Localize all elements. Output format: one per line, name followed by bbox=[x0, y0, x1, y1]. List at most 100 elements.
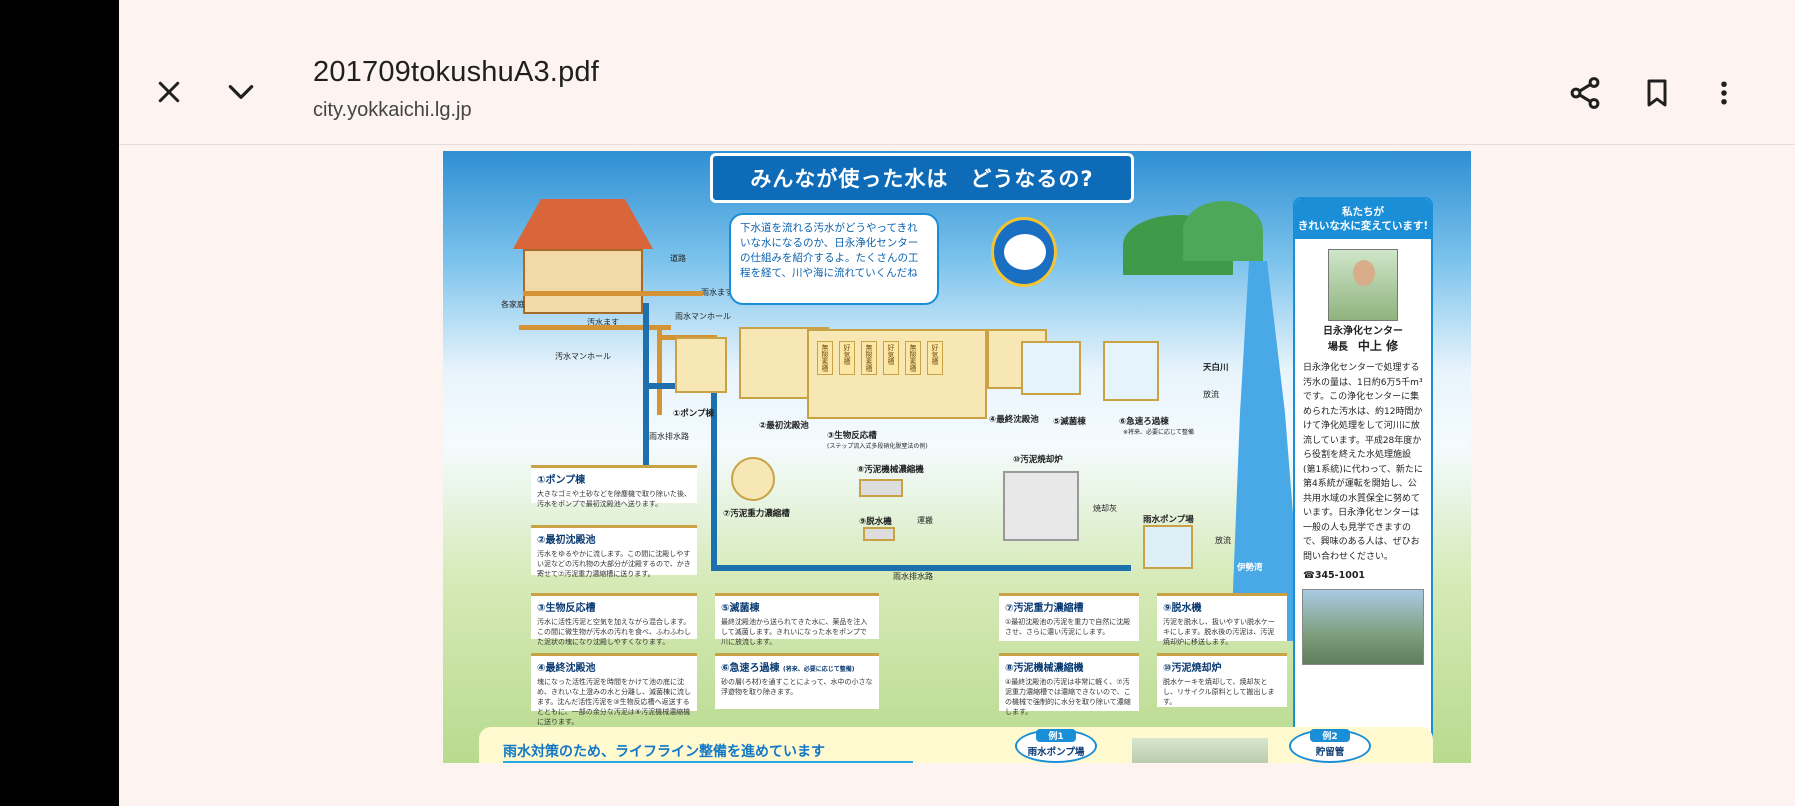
staff-portrait bbox=[1328, 249, 1398, 321]
info-box-pump: ①ポンプ棟 大きなゴミや土砂などを除塵機で取り除いた後、汚水をポンプで最初沈殿池… bbox=[531, 465, 697, 508]
house-illustration bbox=[513, 199, 653, 319]
info-box-dewater: ⑨脱水機 汚泥を脱水し、扱いやすい脱水ケーキにします。脱水後の汚泥は、汚泥焼却炉… bbox=[1157, 593, 1287, 646]
rainwater-section: 雨水対策のため、ライフライン整備を進めています bbox=[479, 727, 1433, 763]
page-banner: みんなが使った水は どうなるの? bbox=[710, 153, 1134, 203]
info-text: 汚水に活性汚泥と空気を加えながら混合します。この間に微生物が汚水の汚れを食べ、ふ… bbox=[537, 618, 691, 646]
info-text: 汚水をゆるやかに流します。この間に沈殿しやすい泥などの汚れ物の大部分が沈殿するの… bbox=[537, 550, 691, 578]
sidebar-staff-name: 場長 中上 修 bbox=[1295, 339, 1431, 355]
info-title: ⑦汚泥重力濃縮槽 bbox=[1005, 603, 1084, 614]
label-incinerator: ⑩汚泥焼却炉 bbox=[1013, 455, 1063, 465]
house-walls bbox=[523, 249, 643, 314]
share-button[interactable] bbox=[1557, 65, 1613, 121]
label-bio: ③生物反応槽 bbox=[827, 431, 877, 441]
label-rapid-filter: ⑥急速ろ過棟 bbox=[1119, 417, 1169, 427]
tank-label: 無酸素槽 bbox=[817, 341, 833, 375]
rain-pipe-branch bbox=[643, 383, 693, 389]
tank-label: 無酸素槽 bbox=[861, 341, 877, 375]
mascot-fish bbox=[991, 217, 1057, 287]
label-rain-tank: 雨水ます bbox=[701, 288, 733, 297]
left-black-strip bbox=[0, 0, 119, 806]
label-dewater: ⑨脱水機 bbox=[859, 517, 892, 527]
label-river: 天白川 bbox=[1203, 363, 1229, 373]
label-sewage-tank: 汚水ます bbox=[587, 318, 619, 327]
river bbox=[1231, 261, 1303, 641]
label-gravity: ⑦汚泥重力濃縮槽 bbox=[723, 509, 790, 519]
title-block: 201709tokushuA3.pdf city.yokkaichi.lg.jp bbox=[313, 56, 599, 122]
label-rain-pump: 雨水ポンプ場 bbox=[1143, 515, 1194, 525]
rain-pipe-long bbox=[711, 391, 717, 571]
label-rain-manhole: 雨水マンホール bbox=[675, 312, 731, 321]
house-roof bbox=[513, 199, 653, 249]
staff-sidebar: 私たちが きれいな水に変えています! 日永浄化センター 場長 中上 修 日永浄化… bbox=[1293, 197, 1433, 752]
info-title-sub: (将来、必要に応じて整備) bbox=[782, 666, 855, 673]
more-vert-icon bbox=[1721, 81, 1727, 105]
reactor-tanks: 無酸素槽 好気槽 無酸素槽 好気槽 無酸素槽 好気槽 bbox=[809, 331, 985, 375]
sidebar-phone: ☎345-1001 bbox=[1303, 570, 1366, 581]
sidebar-body: 日永浄化センターで処理する汚水の量は、1日約6万5千m³です。この浄化センターに… bbox=[1303, 363, 1423, 562]
sidebar-person: 中上 修 bbox=[1357, 339, 1399, 353]
pdf-viewer-app: 201709tokushuA3.pdf city.yokkaichi.lg.jp bbox=[119, 0, 1795, 806]
mechanical-thickener bbox=[859, 479, 903, 497]
info-title: ⑩汚泥焼却炉 bbox=[1163, 663, 1222, 674]
rain-pump-station bbox=[1143, 525, 1193, 569]
more-options-button[interactable] bbox=[1696, 65, 1752, 121]
label-road: 道路 bbox=[670, 254, 686, 263]
info-text: 大きなゴミや土砂などを除塵機で取り除いた後、汚水をポンプで最初沈殿池へ送ります。 bbox=[537, 490, 691, 508]
tank-label: 好気槽 bbox=[927, 341, 943, 375]
info-box-incinerator: ⑩汚泥焼却炉 脱水ケーキを焼却して、焼却灰とし、リサイクル原料として搬出します。 bbox=[1157, 653, 1287, 707]
info-text: 塊になった活性汚泥を時間をかけて池の底に沈め、きれいな上澄みの水と分離し、滅菌棟… bbox=[537, 678, 691, 726]
label-bay: 伊勢湾 bbox=[1237, 563, 1263, 573]
example-1-tag: 例1 bbox=[1036, 729, 1076, 742]
close-icon bbox=[158, 81, 180, 103]
expand-button[interactable] bbox=[213, 64, 269, 120]
label-disinfect: ⑤滅菌棟 bbox=[1053, 417, 1086, 427]
share-icon bbox=[1570, 77, 1600, 109]
sewage-pipe-top bbox=[523, 291, 703, 296]
incinerator-building bbox=[1003, 471, 1079, 541]
rain-pipe-bottom bbox=[711, 565, 1131, 571]
sidebar-org: 日永浄化センター bbox=[1323, 326, 1403, 337]
label-carry: 運搬 bbox=[917, 516, 933, 525]
example-1-badge: 例1 雨水ポンプ場 bbox=[1015, 729, 1097, 763]
pdf-page[interactable]: みんなが使った水は どうなるの? 道路 各家庭 汚水ます 雨水ます 雨水マンホー… bbox=[443, 151, 1471, 763]
info-text: 汚泥を脱水し、扱いやすい脱水ケーキにします。脱水後の汚泥は、汚泥焼却炉に移送しま… bbox=[1163, 618, 1275, 646]
info-box-rapid-filter: ⑥急速ろ過棟 (将来、必要に応じて整備) 砂の層(ろ材)を通すことによって、水中… bbox=[715, 653, 879, 709]
rainwater-title: 雨水対策のため、ライフライン整備を進めています bbox=[503, 744, 825, 760]
info-text: 砂の層(ろ材)を通すことによって、水中の小さな浮遊物を取り除きます。 bbox=[721, 678, 873, 696]
top-app-bar: 201709tokushuA3.pdf city.yokkaichi.lg.jp bbox=[119, 0, 1795, 145]
info-box-mech: ⑧汚泥機械濃縮機 ④最終沈殿池の汚泥は非常に軽く、⑦汚泥重力濃縮槽では濃縮できな… bbox=[999, 653, 1139, 716]
facility-photo bbox=[1302, 589, 1424, 665]
info-title: ⑨脱水機 bbox=[1163, 603, 1202, 614]
label-mech: ⑧汚泥機械濃縮機 bbox=[857, 465, 924, 475]
info-box-disinfect: ⑤滅菌棟 最終沈殿池から送られてきた水に、薬品を注入して滅菌します。きれいになっ… bbox=[715, 593, 879, 646]
close-button[interactable] bbox=[141, 64, 197, 120]
mountain bbox=[1183, 201, 1263, 261]
info-box-gravity: ⑦汚泥重力濃縮槽 ①最初沈殿池の汚泥を重力で自然に沈殿させ、さらに濃い汚泥にしま… bbox=[999, 593, 1139, 641]
info-box-first-settle: ②最初沈殿池 汚水をゆるやかに流します。この間に沈殿しやすい泥などの汚れ物の大部… bbox=[531, 525, 697, 578]
label-bio-sub: (ステップ流入式多段硝化脱窒法の例) bbox=[827, 443, 928, 450]
mascot-face bbox=[1004, 234, 1046, 270]
bookmark-button[interactable] bbox=[1629, 65, 1685, 121]
sidebar-role: 場長 bbox=[1327, 342, 1348, 353]
file-name: 201709tokushuA3.pdf bbox=[313, 56, 599, 88]
tank-label: 好気槽 bbox=[883, 341, 899, 375]
info-box-bio: ③生物反応槽 汚水に活性汚泥と空気を加えながら混合します。この間に微生物が汚水の… bbox=[531, 593, 697, 646]
label-first-settle: ②最初沈殿池 bbox=[759, 421, 809, 431]
sewage-pipe-down bbox=[657, 325, 662, 415]
label-rain-drain-2: 雨水排水路 bbox=[893, 572, 933, 581]
sidebar-heading: 私たちが きれいな水に変えています! bbox=[1295, 199, 1431, 239]
label-pump: ①ポンプ棟 bbox=[673, 409, 714, 419]
label-ash: 焼却灰 bbox=[1093, 504, 1117, 513]
info-text: ④最終沈殿池の汚泥は非常に軽く、⑦汚泥重力濃縮槽では濃縮できないので、この機械で… bbox=[1005, 678, 1131, 716]
rainwater-underline bbox=[503, 761, 913, 763]
document-viewer[interactable]: みんなが使った水は どうなるの? 道路 各家庭 汚水ます 雨水ます 雨水マンホー… bbox=[119, 146, 1795, 806]
info-title: ⑤滅菌棟 bbox=[721, 603, 760, 614]
bookmark-icon bbox=[1647, 79, 1667, 107]
label-rapid-filter-sub: ※将来、必要に応じて整備 bbox=[1123, 429, 1195, 436]
info-box-final-settle: ④最終沈殿池 塊になった活性汚泥を時間をかけて池の底に沈め、きれいな上澄みの水と… bbox=[531, 653, 697, 726]
label-discharge: 放流 bbox=[1203, 390, 1219, 399]
example-2-tag: 例2 bbox=[1310, 729, 1350, 742]
info-text: ①最初沈殿池の汚泥を重力で自然に沈殿させ、さらに濃い汚泥にします。 bbox=[1005, 618, 1131, 636]
source-domain: city.yokkaichi.lg.jp bbox=[313, 99, 472, 121]
label-final-settle: ④最終沈殿池 bbox=[989, 415, 1039, 425]
